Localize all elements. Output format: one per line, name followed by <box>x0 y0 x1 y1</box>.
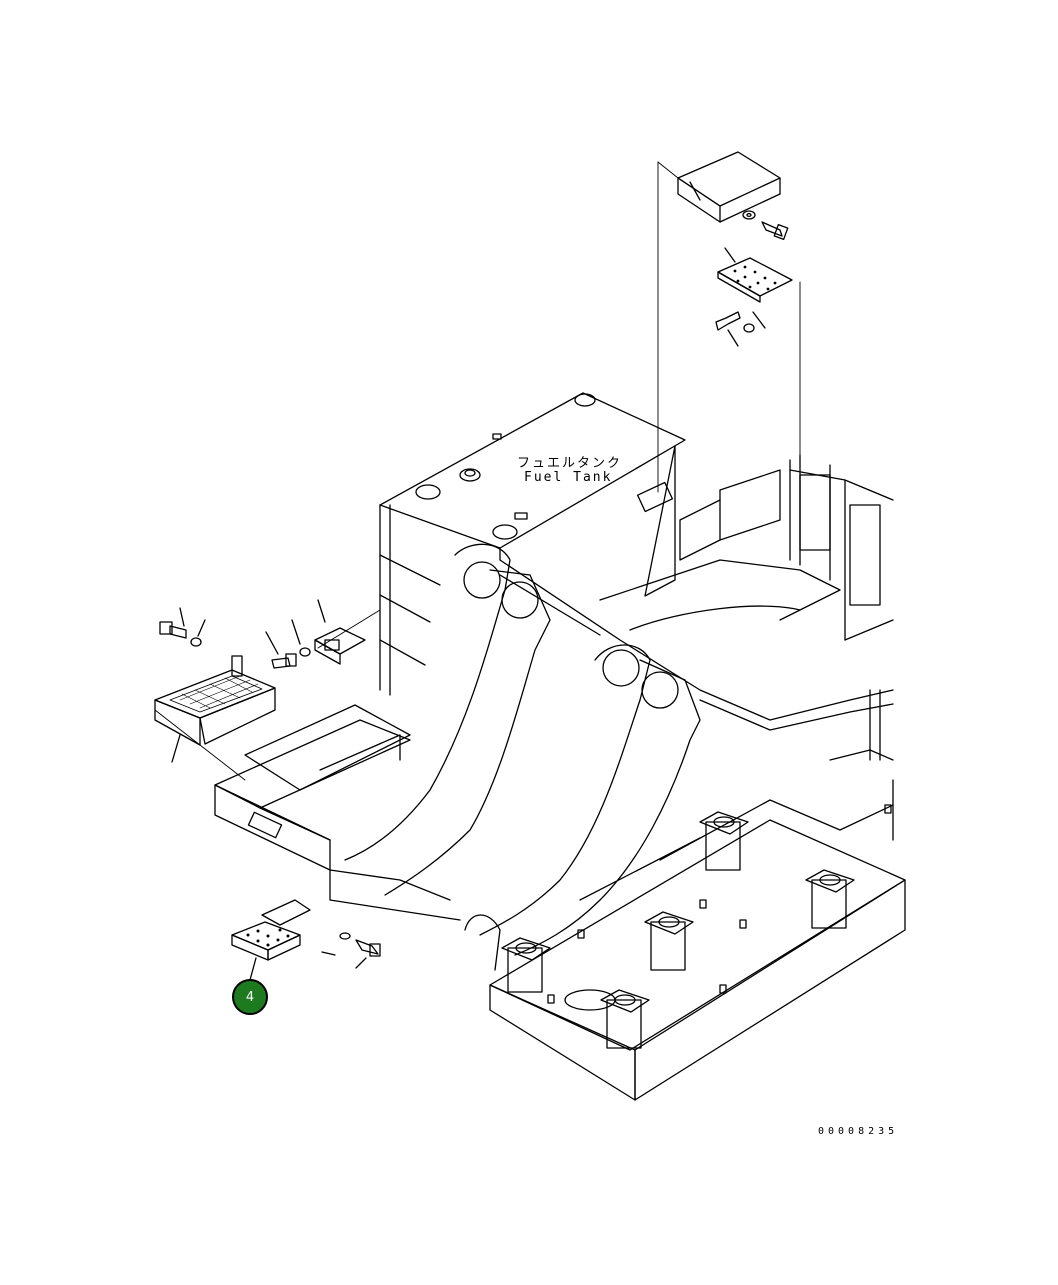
main-frame <box>379 454 894 841</box>
bolt-icon <box>271 653 297 669</box>
step-plate-icon <box>717 257 793 303</box>
upper-step-cover <box>677 151 781 223</box>
washer-icon <box>742 210 756 220</box>
lower-step-box <box>214 704 411 871</box>
item-callout-4[interactable]: 4 <box>232 979 268 1015</box>
washer-icon <box>299 647 311 657</box>
lower-chassis <box>489 799 906 1101</box>
fuel-tank-label-en: Fuel Tank <box>524 470 613 485</box>
bracket-icon <box>314 627 366 665</box>
boom-arm-left <box>329 543 551 921</box>
drawing-id: 00008235 <box>818 1126 899 1137</box>
bolt-icon <box>159 621 187 639</box>
grating-icon <box>154 655 276 746</box>
bolt-icon <box>355 939 381 957</box>
bolt-icon <box>761 221 789 240</box>
bolt-icon <box>715 311 741 331</box>
washer-icon <box>339 932 351 940</box>
washer-icon <box>190 637 202 647</box>
fuel-tank <box>379 392 686 597</box>
item-callout-number: 4 <box>245 989 255 1005</box>
step-plate-icon <box>231 899 311 961</box>
fuel-tank-label-jp: フュエルタンク <box>517 456 623 471</box>
boom-arm-right <box>464 644 701 971</box>
washer-icon <box>743 323 755 333</box>
